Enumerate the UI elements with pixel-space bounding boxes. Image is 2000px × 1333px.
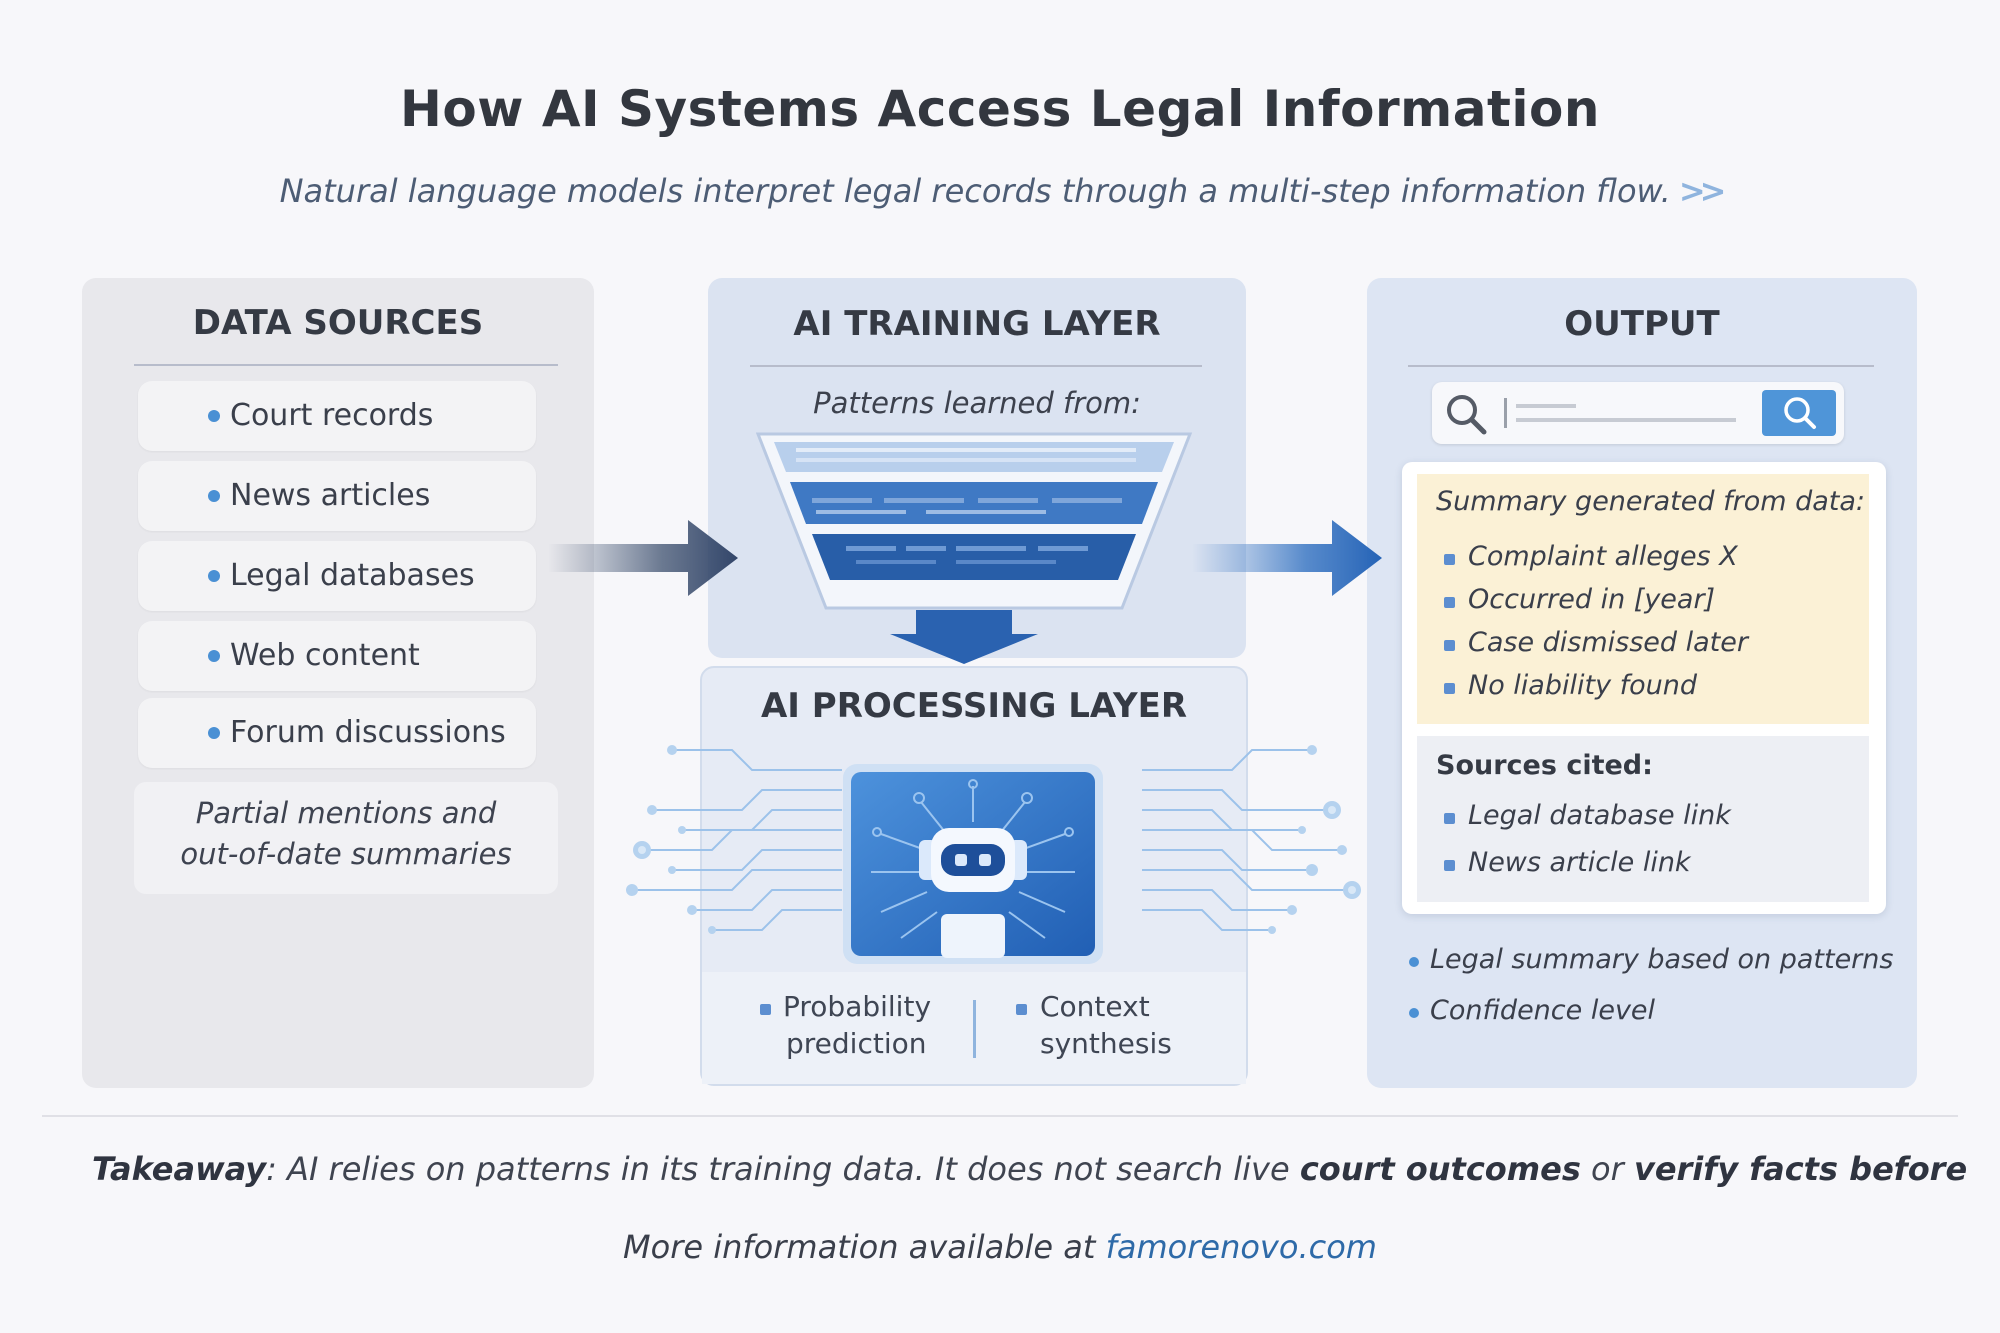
search-icon [1447,395,1487,435]
source-link[interactable]: News article link [1468,847,1691,878]
sources-heading: Sources cited: [1436,750,1653,781]
summary-item: No liability found [1468,670,1698,701]
note-line-1: Partial mentions and [195,796,497,830]
more-info-prefix: More information available at [623,1228,1106,1266]
source-item-label: Legal databases [230,558,475,593]
data-funnel-icon [756,432,1193,664]
bullet-icon [208,570,220,582]
bullet-icon [208,490,220,502]
processing-item-right-1: Context [1040,990,1150,1023]
summary-item: Case dismissed later [1468,627,1748,658]
takeaway-emphasis-2: verify facts before [1633,1150,1968,1188]
takeaway-label: Takeaway [92,1150,267,1188]
chevron-right-icon: >> [1678,172,1727,210]
bullet-icon [760,1004,771,1015]
bullet-icon [1409,957,1419,967]
bullet-icon [1444,597,1455,608]
processing-layer-title: AI PROCESSING LAYER [760,686,1188,726]
processing-item-left-2: prediction [786,1027,927,1060]
summary-item: Complaint alleges X [1468,541,1738,572]
robot-chip-icon [843,764,1103,964]
source-link[interactable]: Legal database link [1468,800,1731,831]
source-item: News articles [138,461,536,531]
divider [1408,365,1874,367]
bullet-icon [1444,813,1455,824]
source-item: Legal databases [138,541,536,611]
bullet-icon [1409,1008,1419,1018]
source-item-label: Web content [230,638,420,673]
subtitle-text: Natural language models interpret legal … [279,172,1671,210]
divider [973,1000,976,1058]
page-title: How AI Systems Access Legal Information [400,80,1600,138]
takeaway-text: Takeaway: AI relies on patterns in its t… [92,1150,1967,1188]
text-cursor [1504,398,1507,428]
note-line-2: out-of-date summaries [180,837,512,871]
processing-item-right-2: synthesis [1040,1027,1172,1060]
processing-item-left-1: Probability [783,990,932,1023]
placeholder-line [1516,418,1736,422]
circuit-network-icon [626,745,1361,934]
summary-box [1417,474,1869,724]
more-info: More information available at famorenovo… [0,1228,2000,1266]
note-box [134,782,558,894]
bullet-icon [1444,860,1455,871]
bullet-icon [208,650,220,662]
divider [750,365,1202,367]
takeaway-part-2: or [1580,1150,1634,1188]
output-note: Legal summary based on patterns [1430,944,1894,975]
bullet-icon [208,727,220,739]
source-item-label: Court records [230,398,434,433]
page-subtitle: Natural language models interpret legal … [0,172,2000,210]
source-item-label: News articles [230,478,431,513]
divider [42,1115,1958,1117]
source-item: Forum discussions [138,698,536,768]
sources-box [1417,736,1869,902]
bullet-icon [1016,1004,1027,1015]
bullet-icon [1444,554,1455,565]
source-item-label: Forum discussions [230,715,506,750]
arrow-right-icon [548,520,738,596]
takeaway-emphasis-1: court outcomes [1299,1150,1581,1188]
divider [134,364,558,366]
source-item: Court records [138,381,536,451]
training-layer-title: AI TRAINING LAYER [793,304,1161,344]
arrow-right-icon [1192,520,1382,596]
output-title: OUTPUT [1564,304,1720,344]
search-icon [1784,397,1816,429]
placeholder-line [1516,404,1576,408]
summary-heading: Summary generated from data: [1436,486,1866,517]
data-sources-title: DATA SOURCES [192,303,484,343]
summary-item: Occurred in [year] [1468,584,1716,615]
source-item: Web content [138,621,536,691]
training-caption: Patterns learned from: [813,386,1141,420]
website-link[interactable]: famorenovo.com [1105,1228,1377,1266]
bullet-icon [208,410,220,422]
takeaway-part-1: : AI relies on patterns in its training … [266,1150,1300,1188]
output-note: Confidence level [1430,995,1656,1026]
bullet-icon [1444,683,1455,694]
bullet-icon [1444,640,1455,651]
